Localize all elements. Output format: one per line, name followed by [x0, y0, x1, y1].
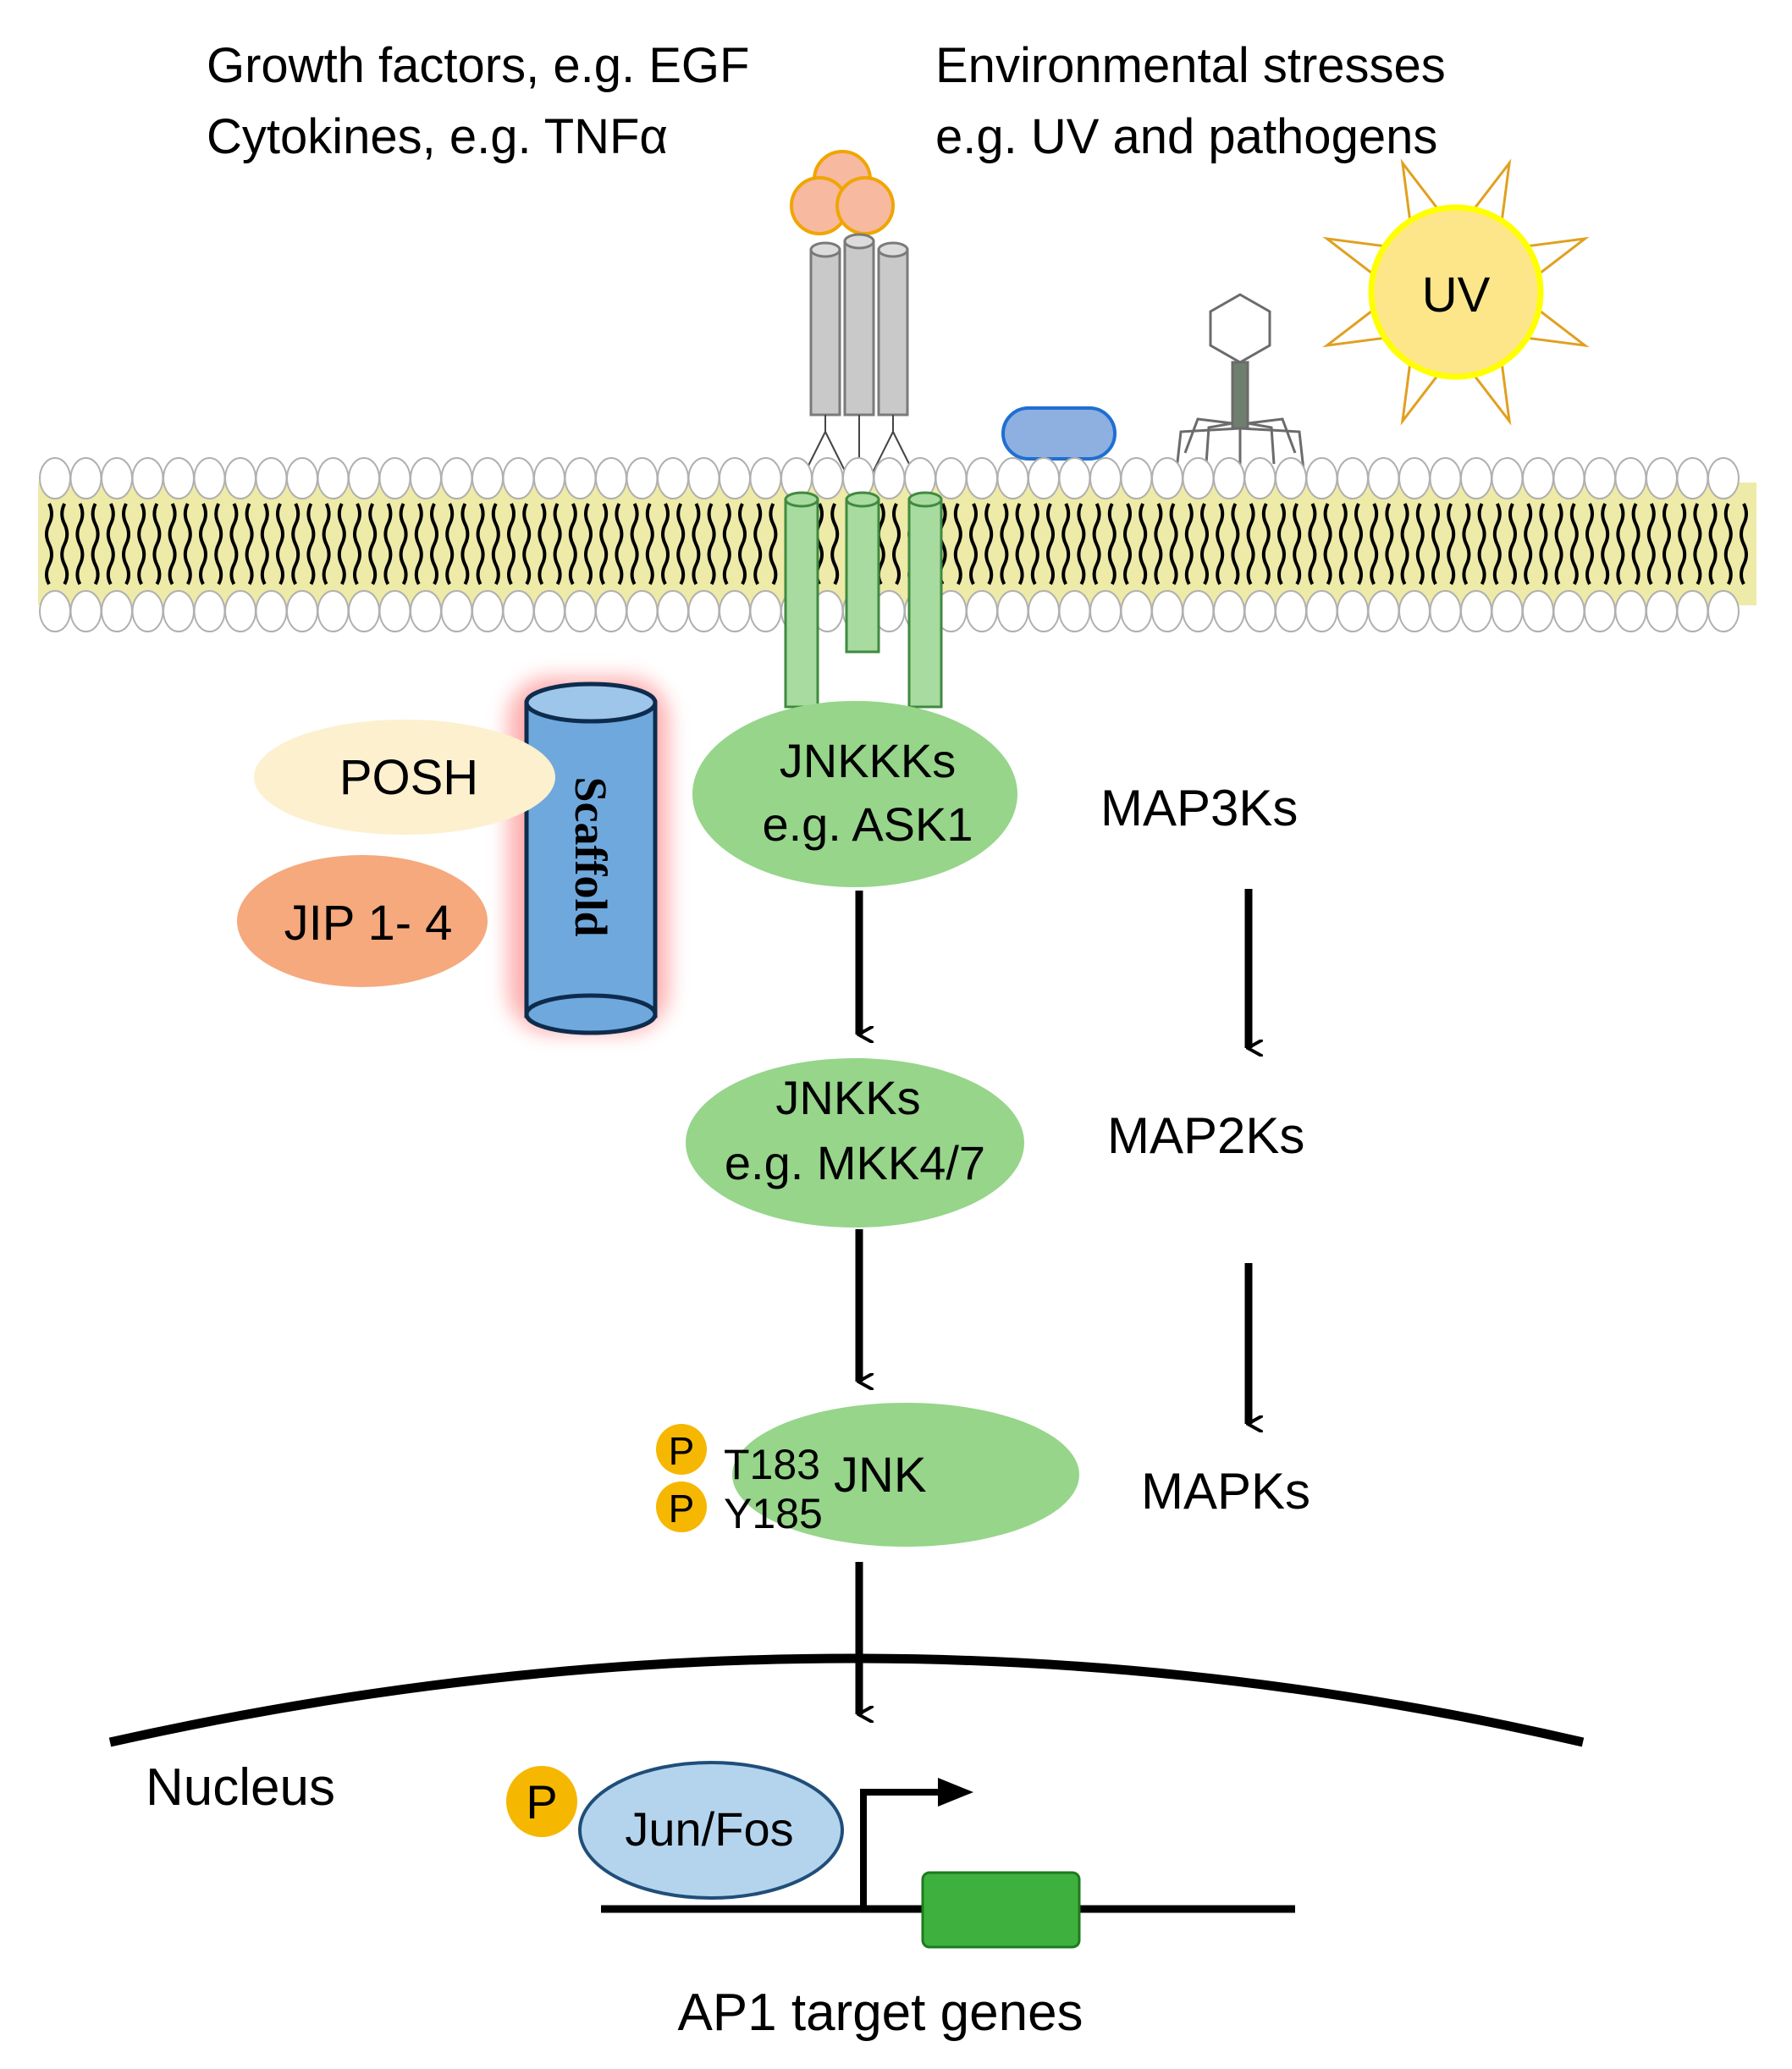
jun-fos-node	[578, 1761, 844, 1900]
uv-sun-icon	[1322, 158, 1590, 426]
growth-factors-label: Growth factors, e.g. EGF	[207, 38, 749, 93]
ligand-trimer	[790, 150, 895, 235]
mapk-label: MAPKs	[1141, 1463, 1310, 1520]
uv-pathogens-label: e.g. UV and pathogens	[935, 109, 1437, 164]
jun-fos-label: Jun/Fos	[625, 1802, 793, 1856]
jnkks-label: JNKKs	[775, 1071, 920, 1124]
phospho-t183-label: P	[669, 1429, 695, 1473]
jun-fos-phospho-label: P	[526, 1775, 557, 1829]
cytokines-label: Cytokines, e.g. TNFα	[207, 109, 668, 164]
jnkkks-label: JNKKKs	[780, 734, 957, 787]
transcription-start-arrow	[860, 1789, 952, 1906]
jnkkks-example: e.g. ASK1	[762, 797, 973, 851]
scaffold-label: Scaffold	[565, 777, 616, 937]
ap1-gene-box	[921, 1871, 1081, 1949]
ap1-genes-label: AP1 target genes	[677, 1983, 1083, 2042]
phospho-y185-badge	[656, 1481, 707, 1532]
pathogen-capsule	[1001, 406, 1117, 461]
phospho-t183-badge	[656, 1424, 707, 1475]
cascade-arrows	[855, 889, 1249, 1714]
map3k-label: MAP3Ks	[1100, 780, 1298, 836]
nucleus-label: Nucleus	[146, 1758, 335, 1817]
jnkkks-node	[692, 701, 1017, 887]
bacteriophage-icon	[1175, 293, 1305, 471]
jnk-node	[732, 1403, 1079, 1547]
receptor-transmembrane	[784, 491, 943, 709]
uv-label: UV	[1422, 268, 1491, 323]
receptor-extracellular	[809, 233, 909, 417]
jip-oval	[237, 855, 488, 987]
jnkks-example: e.g. MKK4/7	[725, 1136, 985, 1189]
jnkks-node	[686, 1058, 1024, 1228]
jip-label: JIP 1- 4	[284, 896, 453, 951]
y185-label: Y185	[724, 1490, 823, 1537]
cell-membrane	[38, 457, 1756, 632]
environmental-stresses-label: Environmental stresses	[935, 38, 1446, 93]
posh-label: POSH	[339, 750, 478, 805]
transcription-arrowhead	[938, 1778, 973, 1807]
nuclear-envelope	[108, 1653, 1585, 1747]
phospho-y185-label: P	[669, 1487, 695, 1531]
jun-fos-phospho-badge	[506, 1766, 577, 1837]
map2k-label: MAP2Ks	[1107, 1107, 1304, 1164]
t183-label: T183	[724, 1441, 820, 1488]
jnk-label: JNK	[834, 1448, 927, 1503]
posh-oval	[254, 720, 555, 835]
